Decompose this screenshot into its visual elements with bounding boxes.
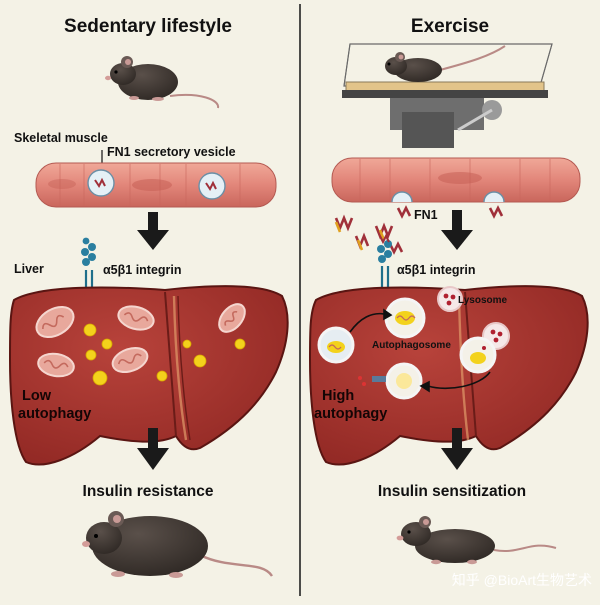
integrin-label-right: α5β1 integrin — [397, 263, 476, 277]
right-panel: Exercise — [308, 16, 592, 588]
skeletal-muscle-fiber-right — [331, 157, 581, 203]
insulin-sensitization-label: Insulin sensitization — [378, 483, 526, 500]
liver-left — [8, 285, 289, 466]
obese-mouse — [82, 511, 274, 578]
arrow-down-2-left — [137, 428, 169, 470]
vesicle-label: FN1 secretory vesicle — [107, 145, 236, 159]
degradation-vesicle — [358, 362, 423, 400]
lipid-droplets-left — [83, 323, 246, 386]
autophagosome-forming — [317, 326, 355, 364]
skeletal-muscle-fiber-left — [35, 162, 277, 208]
insulin-resistance-label: Insulin resistance — [83, 483, 214, 500]
low-autophagy-line2: autophagy — [18, 406, 91, 422]
skeletal-muscle-label: Skeletal muscle — [14, 131, 108, 145]
right-title: Exercise — [411, 16, 489, 37]
sedentary-mouse — [105, 56, 220, 109]
autolysosome — [459, 336, 497, 374]
arrow-down-2-right — [441, 428, 473, 470]
autophagy-cycle — [317, 286, 510, 400]
watermark: 知乎 @BioArt生物艺术 — [452, 572, 592, 588]
liver-right — [308, 285, 589, 466]
left-title: Sedentary lifestyle — [64, 16, 232, 37]
arrow-down-1-left — [137, 212, 169, 250]
autophagosome — [384, 297, 426, 339]
fn1-vesicle — [87, 169, 226, 200]
lysosome-label: Lysosome — [458, 295, 508, 306]
lean-mouse — [396, 516, 557, 565]
high-autophagy-line1: High — [322, 388, 354, 404]
fn1-label: FN1 — [414, 208, 438, 222]
lysosome — [437, 286, 463, 312]
liver-label: Liver — [14, 262, 44, 276]
treadmill — [342, 43, 553, 148]
integrin-label-left: α5β1 integrin — [103, 263, 182, 277]
autophagosome-label: Autophagosome — [372, 340, 451, 351]
low-autophagy-line1: Low — [22, 388, 52, 404]
left-panel: Sedentary lifestyle Skeletal muscle FN1 … — [8, 16, 289, 578]
high-autophagy-line2: autophagy — [314, 406, 387, 422]
cycle-arrows — [349, 308, 491, 393]
arrow-down-1-right — [441, 210, 473, 250]
fn1-molecules — [334, 205, 504, 255]
mitochondria-left — [35, 303, 246, 378]
